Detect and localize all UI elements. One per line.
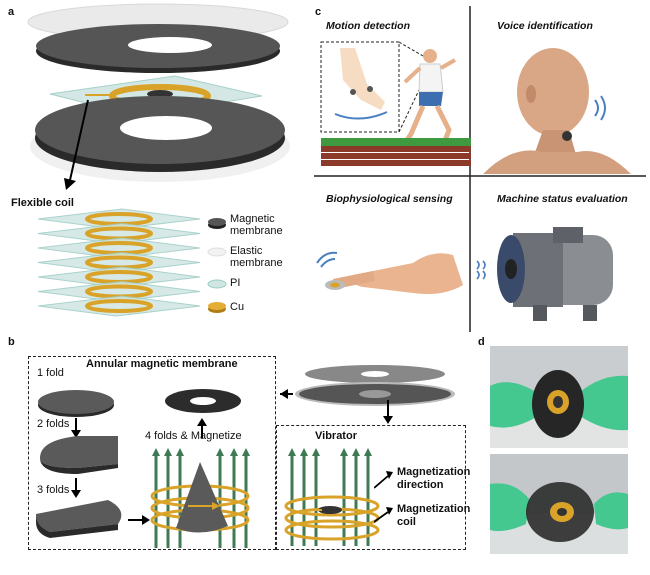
disc-1-fold [38, 390, 114, 414]
field-line-arrow [352, 448, 360, 456]
motion-detection-illustration [320, 41, 471, 166]
step-4-folds-label: 4 folds & Magnetize [145, 430, 242, 442]
vibrator-illustration [284, 448, 380, 546]
photo-device-flat [490, 346, 628, 448]
pi-layer [37, 251, 201, 274]
legend-pi-label: PI [230, 277, 241, 289]
quadrant-machine-title: Machine status evaluation [497, 193, 628, 205]
flexible-coil-label: Flexible coil [11, 197, 74, 209]
field-line-arrow [230, 448, 238, 456]
step-1-fold-label: 1 fold [37, 367, 64, 379]
legend-cu-icon [208, 302, 226, 313]
panel-b-letter: b [8, 336, 15, 348]
field-lines-fold [152, 448, 250, 548]
vibrator-box [276, 425, 466, 550]
legend-pi-icon [207, 279, 227, 289]
annotation-arrows [374, 471, 393, 523]
vibrator-disc-b [318, 506, 342, 514]
panel-c-letter: c [315, 6, 322, 18]
quadrant-motion-title: Motion detection [326, 20, 410, 32]
machine-status-illustration [476, 227, 613, 321]
pi-layer [37, 295, 201, 317]
field-line-arrow [288, 448, 296, 456]
photo-device-bent [490, 454, 628, 554]
panel-d-letter: d [478, 336, 485, 348]
bottom-magnetic-ring-hole [120, 116, 212, 140]
flexible-coil-stack [37, 208, 201, 317]
voice-identification-illustration [483, 48, 631, 174]
quadrant-bio-title: Biophysiological sensing [326, 193, 453, 205]
magnetized-cone [176, 462, 228, 533]
field-line-arrow [300, 448, 308, 456]
bio-sensing-illustration [316, 251, 463, 294]
fold-steps-illustration [36, 389, 250, 548]
field-line-arrow [164, 448, 172, 456]
top-magnetic-ring-hole [128, 37, 212, 53]
field-line-arrow [364, 448, 372, 456]
pi-layer [37, 266, 201, 288]
panel-a-letter: a [8, 6, 15, 18]
cu-coil-layer [85, 299, 153, 313]
pi-layer [37, 222, 201, 245]
disc-2-folds [40, 436, 118, 468]
panel-a-exploded-view [27, 3, 290, 190]
disc-3-folds [36, 500, 122, 532]
step-2-folds-label: 2 folds [37, 418, 70, 430]
fold-process-box [28, 356, 276, 550]
pi-layer [37, 237, 201, 259]
vibrator-title: Vibrator [315, 430, 357, 442]
quadrant-voice-title: Voice identification [497, 20, 593, 32]
field-line-arrow [152, 448, 160, 456]
field-line-arrow [340, 448, 348, 456]
legend-cu-label: Cu [230, 301, 245, 313]
legend-magnetic-icon [208, 218, 226, 229]
step-3-folds-label: 3 folds [37, 484, 70, 496]
panel-c-dividers [314, 6, 646, 332]
vibrator-disc [147, 90, 173, 98]
assembly-top-illustration [280, 365, 455, 424]
field-line-arrow [176, 448, 184, 456]
field-line-arrow [242, 448, 250, 456]
field-line-arrow [312, 448, 320, 456]
field-line-arrow [216, 448, 224, 456]
legend-elastic-icon [207, 247, 227, 257]
annular-membrane-title: Annular magnetic membrane [86, 358, 238, 370]
pi-layer [37, 208, 201, 230]
pi-layer [37, 280, 201, 303]
